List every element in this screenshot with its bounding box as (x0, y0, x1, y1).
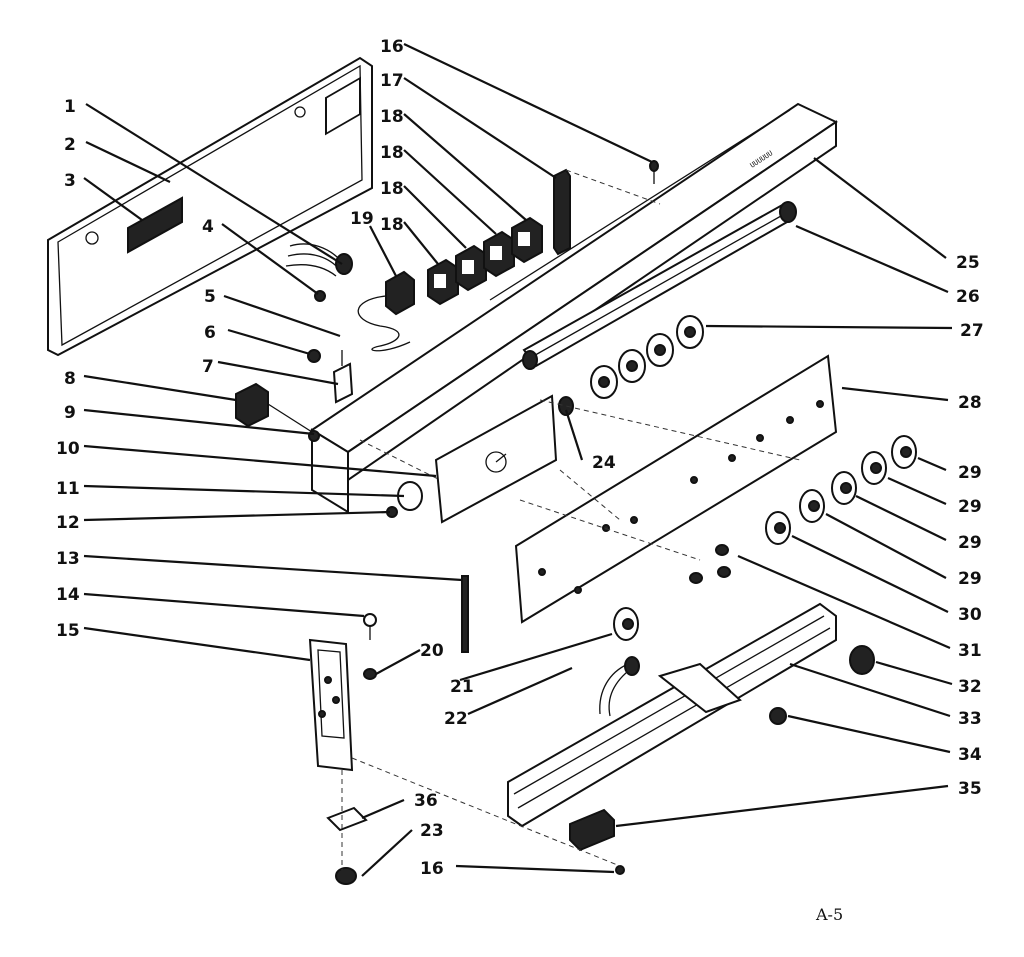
assembly-lines (359, 169, 801, 561)
label-16-top: 16 (380, 37, 404, 57)
wire-harness (285, 243, 353, 302)
bracket (553, 168, 571, 256)
label-26: 26 (956, 287, 980, 307)
label-20: 20 (420, 641, 444, 661)
label-7: 7 (202, 357, 214, 377)
label-18-d: 18 (380, 215, 404, 235)
part-labels: 1 2 3 4 5 6 7 8 9 10 11 12 13 14 15 16 1… (56, 37, 984, 924)
small-hardware-left (235, 349, 398, 518)
top-screw (649, 160, 659, 184)
back-panel (47, 56, 373, 357)
label-2: 2 (64, 135, 76, 155)
clock-plate (397, 394, 574, 524)
label-15: 15 (56, 621, 80, 641)
label-8: 8 (64, 369, 76, 389)
label-9: 9 (64, 403, 76, 423)
rod (461, 575, 469, 653)
label-1: 1 (64, 97, 76, 117)
label-35: 35 (958, 779, 982, 799)
label-21: 21 (450, 677, 474, 697)
label-32: 32 (958, 677, 982, 697)
label-3: 3 (64, 171, 76, 191)
label-29-c: 29 (958, 533, 982, 553)
label-34: 34 (958, 745, 982, 765)
label-24: 24 (592, 453, 616, 473)
label-30: 30 (958, 605, 982, 625)
front-control-panel (514, 354, 838, 624)
label-5: 5 (204, 287, 216, 307)
wire-lead (599, 656, 640, 717)
label-11: 11 (56, 479, 80, 499)
switch-assembly (357, 270, 415, 352)
control-knobs (613, 435, 917, 641)
label-10: 10 (56, 439, 80, 459)
label-12: 12 (56, 513, 80, 533)
label-33: 33 (958, 709, 982, 729)
control-panel-channel: UUUUUU (310, 102, 839, 514)
label-13: 13 (56, 549, 80, 569)
leveling-plate (326, 770, 368, 885)
fluorescent-tube (522, 201, 797, 370)
switch-discs (590, 315, 704, 399)
rail-assembly (351, 602, 875, 875)
label-25: 25 (956, 253, 980, 273)
label-23: 23 (420, 821, 444, 841)
label-27: 27 (960, 321, 984, 341)
label-16-bottom: 16 (420, 859, 444, 879)
label-36: 36 (414, 791, 438, 811)
label-14: 14 (56, 585, 80, 605)
label-4: 4 (202, 217, 214, 237)
label-17: 17 (380, 71, 404, 91)
leader-lines (83, 43, 953, 877)
push-button-switches (427, 216, 543, 306)
label-18-b: 18 (380, 143, 404, 163)
label-6: 6 (204, 323, 216, 343)
label-29-d: 29 (958, 569, 982, 589)
label-18-c: 18 (380, 179, 404, 199)
label-29-a: 29 (958, 463, 982, 483)
label-28: 28 (958, 393, 982, 413)
label-19: 19 (350, 209, 374, 229)
panel-screws (689, 544, 731, 584)
label-18-a: 18 (380, 107, 404, 127)
figure-caption: A-5 (815, 905, 843, 924)
side-bracket (308, 613, 377, 772)
label-29-b: 29 (958, 497, 982, 517)
label-31: 31 (958, 641, 982, 661)
label-22: 22 (444, 709, 468, 729)
